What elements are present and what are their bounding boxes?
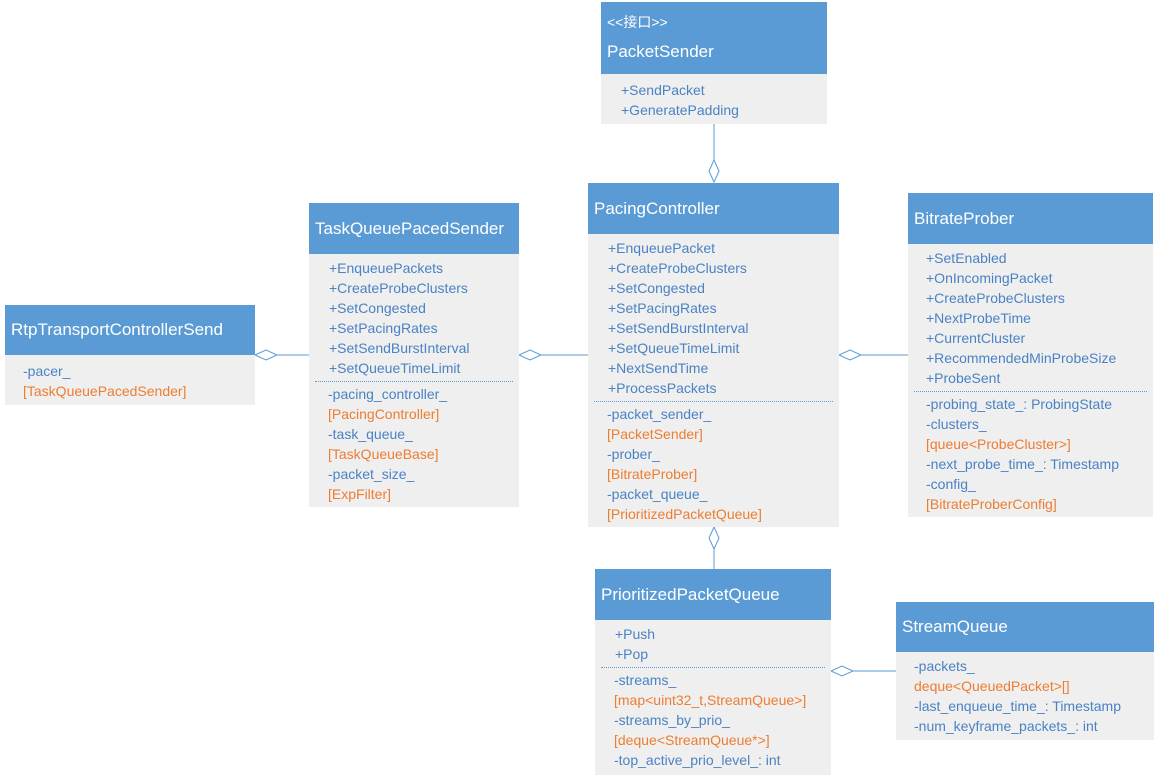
method: +SetSendBurstInterval [608, 320, 749, 336]
method: +SetSendBurstInterval [329, 340, 470, 356]
field: -packet_size_ [328, 466, 415, 482]
method: +CreateProbeClusters [329, 280, 468, 296]
class-packet-sender[interactable]: <<接口>> PacketSender +SendPacket +Generat… [601, 2, 827, 124]
class-name: TaskQueuePacedSender [315, 218, 505, 238]
method: +GeneratePadding [621, 102, 739, 118]
field-type: [ExpFilter] [328, 486, 392, 502]
method: +SetQueueTimeLimit [608, 340, 740, 356]
method: +RecommendedMinProbeSize [926, 350, 1117, 366]
fields-section: -packets_ deque<QueuedPacket>[] -last_en… [896, 652, 1154, 742]
field: -next_probe_time_: Timestamp [926, 456, 1119, 472]
method: +SetQueueTimeLimit [329, 360, 461, 376]
field: -packet_queue_ [607, 486, 708, 502]
method: +SetPacingRates [608, 300, 717, 316]
field-type: [PacingController] [328, 406, 440, 422]
class-header: BitrateProber [908, 193, 1153, 244]
class-name: PrioritizedPacketQueue [601, 584, 780, 604]
methods-section: +EnqueuePackets +CreateProbeClusters +Se… [309, 254, 519, 381]
method: +Pop [615, 646, 649, 662]
field: -packet_sender_ [607, 406, 712, 422]
field: -packets_ [914, 658, 975, 674]
class-header: RtpTransportControllerSend [5, 305, 255, 355]
method: +SetCongested [329, 300, 426, 316]
field: -prober_ [607, 446, 660, 462]
stereotype-label: <<接口>> [607, 14, 668, 30]
field-type: [PacketSender] [607, 426, 703, 442]
field: -probing_state_: ProbingState [926, 396, 1113, 412]
method: +CreateProbeClusters [926, 290, 1065, 306]
class-header: PrioritizedPacketQueue [595, 569, 831, 620]
method: +EnqueuePackets [329, 260, 444, 276]
aggregation-diamond-icon [708, 158, 720, 184]
method: +NextProbeTime [926, 310, 1031, 326]
methods-section: +EnqueuePacket +CreateProbeClusters +Set… [588, 234, 839, 401]
class-task-queue-paced-sender[interactable]: TaskQueuePacedSender +EnqueuePackets +Cr… [309, 203, 519, 507]
field: -streams_ [614, 672, 677, 688]
section-divider [594, 401, 833, 402]
field-type: [BitrateProberConfig] [926, 496, 1057, 512]
method: +NextSendTime [608, 360, 709, 376]
section-divider [914, 391, 1147, 392]
class-name: RtpTransportControllerSend [11, 320, 223, 339]
method: +ProcessPackets [608, 380, 717, 396]
field-type: [map<uint32_t,StreamQueue>] [614, 692, 807, 708]
field-type: [TaskQueuePacedSender] [23, 383, 187, 399]
method: +Push [615, 626, 656, 642]
class-rtp-transport-controller-send[interactable]: RtpTransportControllerSend -pacer_ [Task… [5, 305, 255, 405]
method: +SetPacingRates [329, 320, 438, 336]
field: -top_active_prio_level_: int [614, 752, 781, 768]
class-header: StreamQueue [896, 602, 1154, 652]
method: +CreateProbeClusters [608, 260, 747, 276]
field: -clusters_ [926, 416, 987, 432]
class-prioritized-packet-queue[interactable]: PrioritizedPacketQueue +Push +Pop -strea… [595, 569, 831, 775]
field-type: [TaskQueueBase] [328, 446, 439, 462]
methods-section: +Push +Pop [595, 620, 831, 667]
section-divider [315, 381, 513, 382]
method: +SetCongested [608, 280, 705, 296]
field: -pacing_controller_ [328, 386, 448, 402]
method: +OnIncomingPacket [926, 270, 1053, 286]
section-divider [601, 667, 825, 668]
class-header: TaskQueuePacedSender [309, 203, 519, 254]
method: +CurrentCluster [926, 330, 1026, 346]
class-header: PacingController [588, 183, 839, 234]
fields-section: -streams_ [map<uint32_t,StreamQueue>] -s… [595, 668, 831, 776]
field-type: [BitrateProber] [607, 466, 698, 482]
field: -last_enqueue_time_: Timestamp [914, 698, 1121, 714]
class-name: StreamQueue [902, 617, 1008, 636]
methods-section: +SendPacket +GeneratePadding [601, 74, 827, 126]
method: +ProbeSent [926, 370, 1001, 386]
method: +SetEnabled [926, 250, 1007, 266]
field-type: [PrioritizedPacketQueue] [607, 506, 762, 522]
class-name: BitrateProber [914, 208, 1015, 228]
method: +SendPacket [621, 82, 705, 98]
class-name: PacingController [594, 198, 720, 218]
class-pacing-controller[interactable]: PacingController +EnqueuePacket +CreateP… [588, 183, 839, 527]
field: -pacer_ [23, 363, 71, 379]
field: -num_keyframe_packets_: int [914, 718, 1098, 734]
class-header: <<接口>> PacketSender [601, 2, 827, 74]
methods-section: +SetEnabled +OnIncomingPacket +CreatePro… [908, 244, 1153, 391]
class-stream-queue[interactable]: StreamQueue -packets_ deque<QueuedPacket… [896, 602, 1154, 740]
class-bitrate-prober[interactable]: BitrateProber +SetEnabled +OnIncomingPac… [908, 193, 1153, 517]
fields-section: -packet_sender_ [PacketSender] -prober_ … [588, 402, 839, 530]
fields-section: -pacing_controller_ [PacingController] -… [309, 382, 519, 510]
field-type: [queue<ProbeCluster>] [926, 436, 1071, 452]
class-name: PacketSender [607, 42, 714, 61]
method: +EnqueuePacket [608, 240, 716, 256]
field-type: [deque<StreamQueue*>] [614, 732, 770, 748]
fields-section: -pacer_ [TaskQueuePacedSender] [5, 355, 255, 407]
field: -streams_by_prio_ [614, 712, 730, 728]
fields-section: -probing_state_: ProbingState -clusters_… [908, 392, 1153, 520]
field: -task_queue_ [328, 426, 413, 442]
field: -config_ [926, 476, 976, 492]
field-type: deque<QueuedPacket>[] [914, 678, 1070, 694]
